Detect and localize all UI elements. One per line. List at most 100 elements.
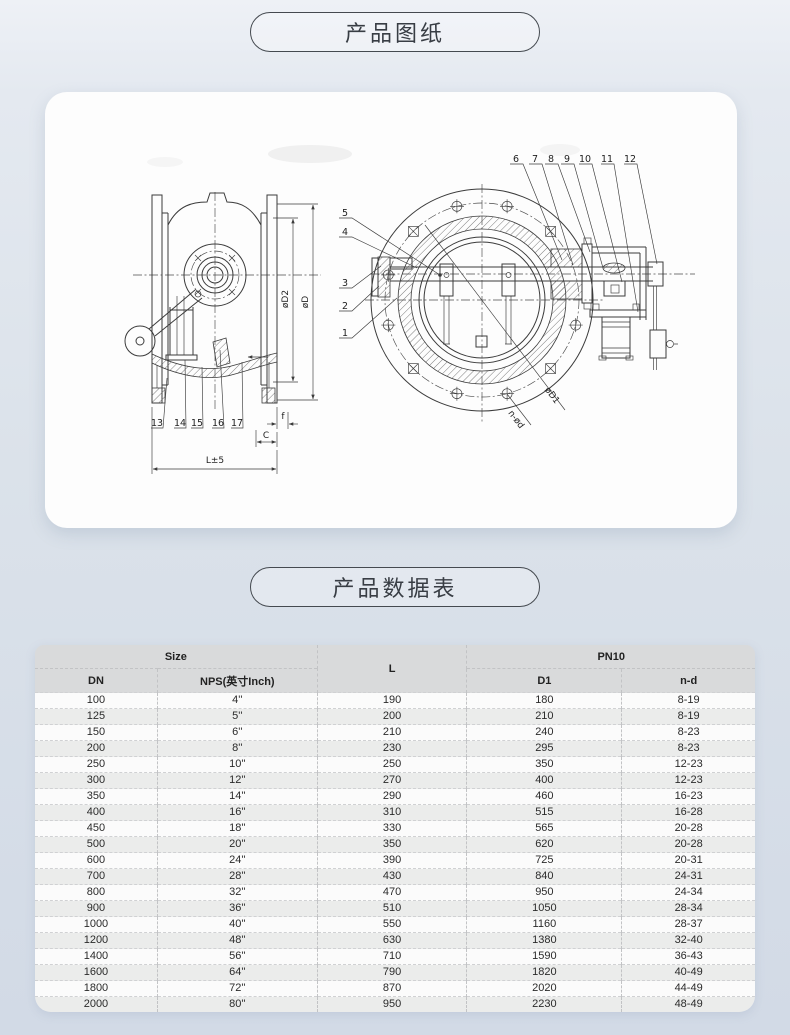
dim-label-d: øD bbox=[301, 296, 311, 309]
header-d1: D1 bbox=[466, 668, 622, 693]
table-cell: 24-34 bbox=[621, 884, 755, 901]
header-dn: DN bbox=[35, 668, 158, 693]
table-cell: 8-23 bbox=[621, 724, 755, 741]
callouts-side: 5 4 3 2 1 bbox=[339, 208, 441, 339]
product-drawing-card: øD2 øD f C L±5 13 14 bbox=[45, 92, 737, 528]
callout-label: 5 bbox=[342, 208, 348, 219]
callout-label: 17 bbox=[231, 418, 243, 429]
table-cell: 630 bbox=[316, 932, 467, 949]
table-cell: 16-28 bbox=[621, 804, 755, 821]
table-cell: 600 bbox=[86, 854, 106, 866]
table-cell: 56'' bbox=[156, 948, 318, 965]
table-cell: 790 bbox=[316, 964, 467, 981]
header-l: L bbox=[316, 645, 467, 693]
dimension-d2: øD2 bbox=[273, 217, 298, 383]
table-cell: 10'' bbox=[156, 756, 318, 773]
table-cell: 48-49 bbox=[621, 996, 755, 1012]
section-title-table-label: 产品数据表 bbox=[332, 576, 458, 601]
left-view-section: øD2 øD f C L±5 13 14 bbox=[124, 192, 321, 474]
table-cell: 900 bbox=[86, 902, 106, 914]
callout-label: 2 bbox=[342, 301, 348, 312]
dim-label-d1: øD1 bbox=[542, 386, 561, 407]
table-cell: 24'' bbox=[156, 852, 318, 869]
table-cell: 950 bbox=[466, 884, 622, 901]
table-cell: 1400 bbox=[83, 950, 109, 962]
table-cell: 1820 bbox=[466, 964, 622, 981]
table-cell: 390 bbox=[316, 852, 467, 869]
callouts-top: 6 7 8 9 10 11 12 bbox=[510, 154, 658, 313]
table-cell: 800 bbox=[86, 886, 106, 898]
table-cell: 48'' bbox=[156, 932, 318, 949]
table-cell: 8'' bbox=[156, 740, 318, 757]
callout-label: 9 bbox=[564, 154, 570, 165]
callout-label: 12 bbox=[624, 154, 636, 165]
table-cell: 125 bbox=[86, 710, 106, 722]
table-cell: 210 bbox=[466, 708, 622, 725]
table-cell: 150 bbox=[86, 726, 106, 738]
table-cell: 565 bbox=[466, 820, 622, 837]
table-cell: 18'' bbox=[156, 820, 318, 837]
table-cell: 515 bbox=[466, 804, 622, 821]
table-cell: 2020 bbox=[466, 980, 622, 997]
table-cell: 950 bbox=[316, 996, 467, 1012]
callout-label: 8 bbox=[548, 154, 554, 165]
table-cell: 210 bbox=[316, 724, 467, 741]
table-cell: 1600 bbox=[83, 966, 109, 978]
table-cell: 40-49 bbox=[621, 964, 755, 981]
header-nps: NPS(英寸Inch) bbox=[156, 668, 318, 693]
dimension-nd: n-ød bbox=[506, 393, 532, 431]
callout-label: 1 bbox=[342, 328, 348, 339]
callout-label: 15 bbox=[191, 418, 203, 429]
dimension-f: f bbox=[267, 407, 298, 429]
table-cell: 6'' bbox=[156, 724, 318, 741]
callout-label: 7 bbox=[532, 154, 538, 165]
table-cell: 295 bbox=[466, 740, 622, 757]
table-cell: 180 bbox=[466, 692, 622, 709]
dim-label-nd: n-ød bbox=[506, 409, 526, 431]
dashpot-cylinder bbox=[165, 296, 198, 361]
table-cell: 250 bbox=[316, 756, 467, 773]
shaft-bearing bbox=[183, 243, 247, 307]
table-cell: 5'' bbox=[156, 708, 318, 725]
table-cell: 12-23 bbox=[621, 772, 755, 789]
callout-label: 3 bbox=[342, 278, 348, 289]
table-cell: 36-43 bbox=[621, 948, 755, 965]
table-cell: 450 bbox=[86, 822, 106, 834]
table-cell: 28-37 bbox=[621, 916, 755, 933]
table-cell: 200 bbox=[86, 742, 106, 754]
dim-label-c: C bbox=[263, 431, 269, 441]
table-cell: 20-28 bbox=[621, 820, 755, 837]
callout-label: 4 bbox=[342, 227, 348, 238]
table-cell: 1380 bbox=[466, 932, 622, 949]
table-cell: 32-40 bbox=[621, 932, 755, 949]
table-cell: 620 bbox=[466, 836, 622, 853]
callout-label: 13 bbox=[151, 418, 163, 429]
callout-label: 10 bbox=[579, 154, 591, 165]
valve-technical-drawing: øD2 øD f C L±5 13 14 bbox=[124, 144, 695, 474]
table-cell: 270 bbox=[316, 772, 467, 789]
table-cell: 430 bbox=[316, 868, 467, 885]
table-cell: 12'' bbox=[156, 772, 318, 789]
table-cell: 700 bbox=[86, 870, 106, 882]
table-cell: 300 bbox=[86, 774, 106, 786]
table-cell: 1000 bbox=[83, 918, 109, 930]
table-cell: 510 bbox=[316, 900, 467, 917]
header-pn10: PN10 bbox=[466, 645, 755, 669]
table-cell: 350 bbox=[466, 756, 622, 773]
table-cell: 1800 bbox=[83, 982, 109, 994]
table-cell: 24-31 bbox=[621, 868, 755, 885]
table-cell: 330 bbox=[316, 820, 467, 837]
table-cell: 100 bbox=[86, 694, 106, 706]
section-title-drawing-label: 产品图纸 bbox=[344, 21, 445, 46]
table-cell: 840 bbox=[466, 868, 622, 885]
